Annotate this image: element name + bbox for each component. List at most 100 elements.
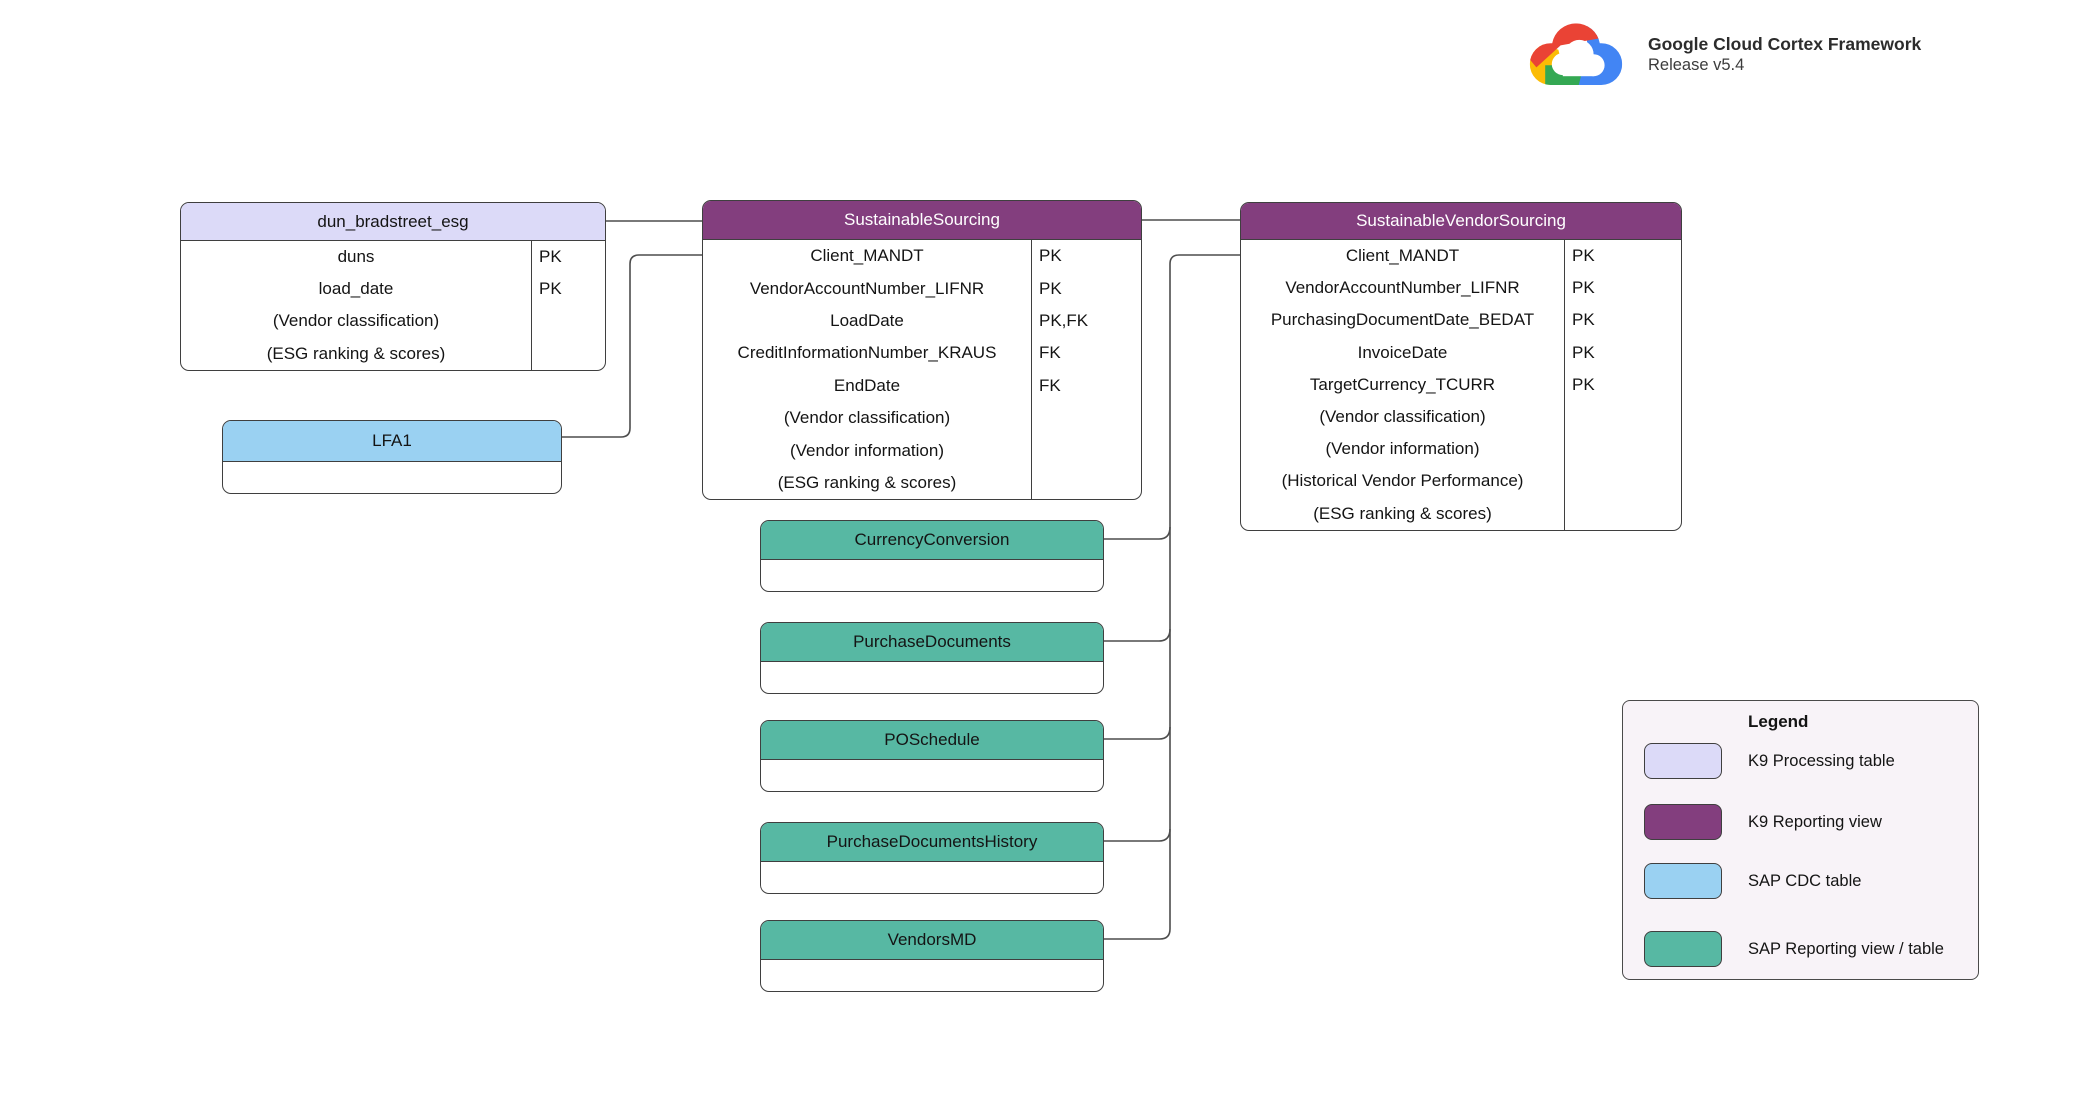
field-key-flag: PK [1564, 368, 1681, 401]
field-name: (ESG ranking & scores) [266, 343, 446, 363]
entity-title: SustainableSourcing [844, 210, 1000, 229]
field-key-flag [1564, 465, 1681, 498]
entity-lfa1: LFA1 [222, 420, 562, 494]
entity-title: PurchaseDocumentsHistory [826, 832, 1038, 851]
field-name: EndDate [833, 375, 901, 395]
field-name: PurchasingDocumentDate_BEDAT [1270, 310, 1535, 330]
entity-vendors-md: VendorsMD [760, 920, 1104, 992]
field-row: (Vendor classification) [703, 401, 1141, 435]
field-key-flag: PK [1031, 240, 1141, 273]
legend-item-sap-cdc: SAP CDC table [1623, 863, 1978, 899]
field-row: duns PK [181, 241, 605, 274]
logo-white-cloud [1551, 39, 1605, 77]
entity-title: CurrencyConversion [854, 530, 1010, 549]
brand-release-version: Release v5.4 [1648, 56, 1745, 74]
entity-empty-body [761, 760, 1103, 791]
entity-field-rows: Client_MANDT PK VendorAccountNumber_LIFN… [1241, 240, 1681, 530]
field-name: Client_MANDT [1345, 246, 1460, 266]
field-name: (Vendor information) [1325, 439, 1480, 459]
field-row: Client_MANDT PK [1241, 240, 1681, 273]
legend-swatch-sap-reporting [1644, 931, 1722, 967]
field-row: (ESG ranking & scores) [1241, 497, 1681, 530]
field-name: (ESG ranking & scores) [1313, 503, 1492, 523]
entity-header: PurchaseDocuments [761, 623, 1103, 662]
field-key-flag: PK [1564, 240, 1681, 273]
field-key-flag: PK [1564, 336, 1681, 369]
entity-header: dun_bradstreet_esg [181, 203, 605, 241]
connector-purchasedocumentshistory-branch [1102, 828, 1171, 842]
entity-title: PurchaseDocuments [853, 632, 1011, 651]
field-key-flag [1031, 434, 1141, 467]
field-row: CreditInformationNumber_KRAUS FK [703, 337, 1141, 370]
entity-empty-body [761, 560, 1103, 591]
legend-item-k9-processing: K9 Processing table [1623, 743, 1978, 779]
legend-item-label: SAP CDC table [1748, 872, 1862, 890]
field-row: LoadDate PK,FK [703, 304, 1141, 338]
field-name: duns [337, 247, 375, 267]
legend-item-sap-reporting: SAP Reporting view / table [1623, 931, 1978, 967]
entity-empty-body [761, 960, 1103, 991]
legend-item-k9-reporting: K9 Reporting view [1623, 804, 1978, 840]
field-key-flag: PK,FK [1031, 304, 1141, 338]
connector-purchasedocuments-branch [1102, 628, 1171, 642]
field-name: (Vendor classification) [783, 408, 951, 428]
field-key-flag [1031, 466, 1141, 500]
entity-purchase-documents-history: PurchaseDocumentsHistory [760, 822, 1104, 894]
field-row: (ESG ranking & scores) [181, 337, 605, 370]
field-key-flag [1564, 433, 1681, 466]
legend-panel: Legend K9 Processing table K9 Reporting … [1622, 700, 1979, 980]
brand-title: Google Cloud Cortex Framework [1648, 34, 1922, 54]
legend-item-label: K9 Reporting view [1748, 813, 1882, 831]
field-name: VendorAccountNumber_LIFNR [749, 278, 985, 298]
entity-header: CurrencyConversion [761, 521, 1103, 560]
field-key-flag [1564, 400, 1681, 434]
entity-empty-body [761, 662, 1103, 693]
legend-swatch-k9-processing [1644, 743, 1722, 779]
entity-header: SustainableVendorSourcing [1241, 203, 1681, 240]
field-row: (Vendor information) [703, 434, 1141, 467]
entity-title: SustainableVendorSourcing [1356, 211, 1566, 230]
entity-field-rows: duns PK load_date PK (Vendor classificat… [181, 241, 605, 370]
brand-header: Google Cloud Cortex Framework Release v5… [1520, 8, 1921, 96]
field-key-flag [531, 337, 605, 370]
field-name: LoadDate [830, 310, 904, 330]
field-row: (Vendor information) [1241, 433, 1681, 466]
connector-currencyconversion-branch [1102, 526, 1171, 540]
entity-currency-conversion: CurrencyConversion [760, 520, 1104, 592]
field-key-flag: PK [1031, 272, 1141, 305]
field-name: (ESG ranking & scores) [777, 472, 957, 492]
entity-field-rows: Client_MANDT PK VendorAccountNumber_LIFN… [703, 240, 1141, 500]
legend-swatch-k9-reporting [1644, 804, 1722, 840]
field-row: VendorAccountNumber_LIFNR PK [703, 272, 1141, 305]
field-name: (Historical Vendor Performance) [1281, 471, 1524, 491]
field-key-flag [1031, 401, 1141, 435]
connector-poschedule-branch [1102, 726, 1171, 740]
field-row: (Vendor classification) [1241, 400, 1681, 434]
brand-text: Google Cloud Cortex Framework Release v5… [1648, 8, 1921, 96]
field-key-flag: PK [531, 241, 605, 274]
field-row: EndDate FK [703, 369, 1141, 402]
field-row: VendorAccountNumber_LIFNR PK [1241, 272, 1681, 305]
field-name: Client_MANDT [810, 246, 924, 266]
legend-swatch-sap-cdc [1644, 863, 1722, 899]
entity-header: POSchedule [761, 721, 1103, 760]
field-row: Client_MANDT PK [703, 240, 1141, 273]
field-key-flag [531, 305, 605, 338]
entity-title: dun_bradstreet_esg [317, 211, 469, 231]
entity-sustainable-sourcing: SustainableSourcing Client_MANDT PK Vend… [702, 200, 1142, 501]
field-row: TargetCurrency_TCURR PK [1241, 368, 1681, 401]
field-name: (Vendor information) [789, 440, 945, 460]
entity-purchase-documents: PurchaseDocuments [760, 622, 1104, 694]
legend-item-label: K9 Processing table [1748, 752, 1895, 770]
entity-empty-body [223, 462, 561, 493]
entity-header: VendorsMD [761, 921, 1103, 960]
entity-po-schedule: POSchedule [760, 720, 1104, 792]
entity-sustainable-vendor-sourcing: SustainableVendorSourcing Client_MANDT P… [1240, 202, 1682, 531]
field-key-flag [1564, 497, 1681, 530]
entity-empty-body [761, 862, 1103, 893]
field-name: (Vendor classification) [272, 311, 440, 331]
field-row: (Vendor classification) [181, 305, 605, 338]
google-cloud-logo-icon [1529, 23, 1623, 85]
entity-header: LFA1 [223, 421, 561, 462]
